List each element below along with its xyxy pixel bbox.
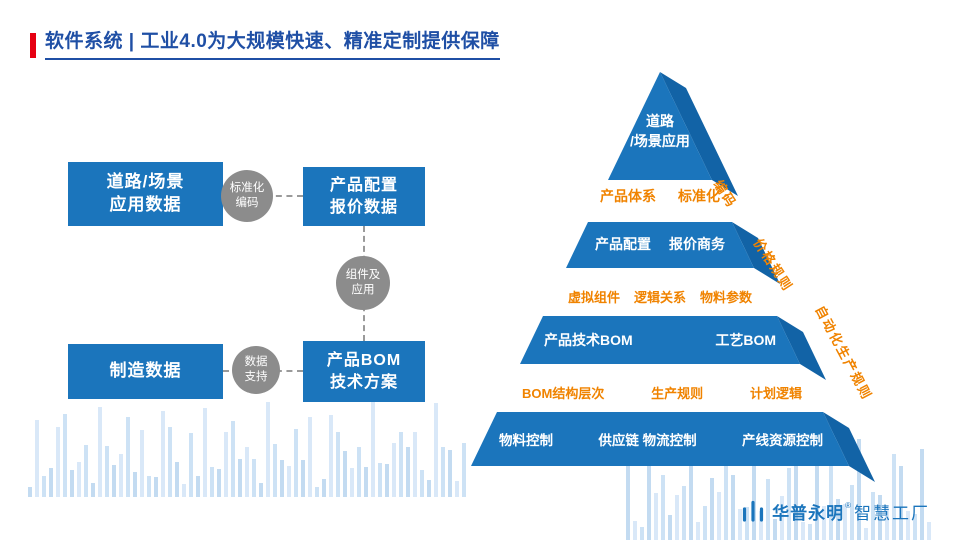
pyramid-row3-item: BOM结构层次 [522, 385, 605, 401]
slide-title: 软件系统 | 工业4.0为大规模快速、精准定制提供保障 [45, 31, 500, 60]
pyramid-tier3-side-face [777, 316, 826, 380]
flow-circle-standardized-coding: 标准化 编码 [221, 170, 273, 222]
pyramid-tier4-item: 物料控制 [499, 432, 553, 448]
pyramid-row3: BOM结构层次 生产规则 计划逻辑 [518, 382, 806, 402]
flow-circle-components-apps: 组件及 应用 [336, 256, 390, 310]
pyramid-row2-item: 逻辑关系 [633, 289, 686, 305]
pyramid-tier1-front-face [608, 72, 712, 180]
pyramid-tier2-item: 产品配置 [595, 236, 651, 253]
slide-header: 软件系统 | 工业4.0为大规模快速、精准定制提供保障 [30, 31, 500, 60]
flow-box-road-scene-data: 道路/场景 应用数据 [68, 162, 223, 226]
pyramid-tier3-item: 产品技术BOM [544, 332, 633, 349]
flow-box-manufacturing-data: 制造数据 [68, 344, 223, 399]
logo-suffix-text: 智慧工厂 [854, 503, 930, 523]
pyramid-tier3-front-face [520, 316, 800, 364]
pyramid-tier2-side-face [732, 222, 780, 284]
company-logo: 华普永明 ® 智慧工厂 [740, 498, 930, 524]
pyramid-row2: 虚拟组件 逻辑关系 物料参数 [532, 286, 788, 306]
logo-brand-text: 华普永明 [772, 503, 845, 523]
pyramid-tier2-label: 产品配置 报价商务 [555, 234, 765, 256]
logo-registered-mark: ® [845, 500, 851, 510]
flow-box-product-config-data: 产品配置 报价数据 [303, 167, 425, 226]
flow-box-product-bom: 产品BOM 技术方案 [303, 341, 425, 402]
pyramid-tier1-label: 道路 /场景应用 [630, 113, 690, 149]
pyramid-row3-item: 生产规则 [651, 385, 704, 401]
pyramid-row1-item: 标准化 [678, 188, 720, 204]
pyramid-tier4-item: 供应链 物流控制 [598, 432, 697, 448]
pyramid-row1: 产品体系 标准化 [555, 186, 765, 206]
logo-icon [742, 500, 764, 522]
pyramid-tier4-front-face [471, 412, 849, 466]
pyramid-tier3-item: 工艺BOM [715, 332, 776, 349]
pyramid-tier4-side-face [823, 412, 875, 482]
pyramid-tier2-item: 报价商务 [669, 236, 725, 253]
flow-circle-data-support: 数据 支持 [232, 346, 280, 394]
pyramid-tier4-label: 物料控制 供应链 物流控制 产线资源控制 [487, 430, 835, 452]
pyramid-tier2-front-face [566, 222, 754, 268]
pyramid-row2-item: 虚拟组件 [567, 289, 620, 305]
pyramid-tier3-label: 产品技术BOM 工艺BOM [530, 330, 790, 352]
pyramid-tier1-side-face [660, 72, 738, 196]
pyramid-row3-item: 计划逻辑 [749, 385, 802, 401]
pyramid-diagram [471, 72, 875, 482]
pyramid-tier4-item: 产线资源控制 [741, 432, 823, 448]
title-accent-bar [30, 33, 36, 58]
pyramid-row1-item: 产品体系 [600, 188, 656, 204]
pyramid-row2-item: 物料参数 [700, 289, 753, 305]
